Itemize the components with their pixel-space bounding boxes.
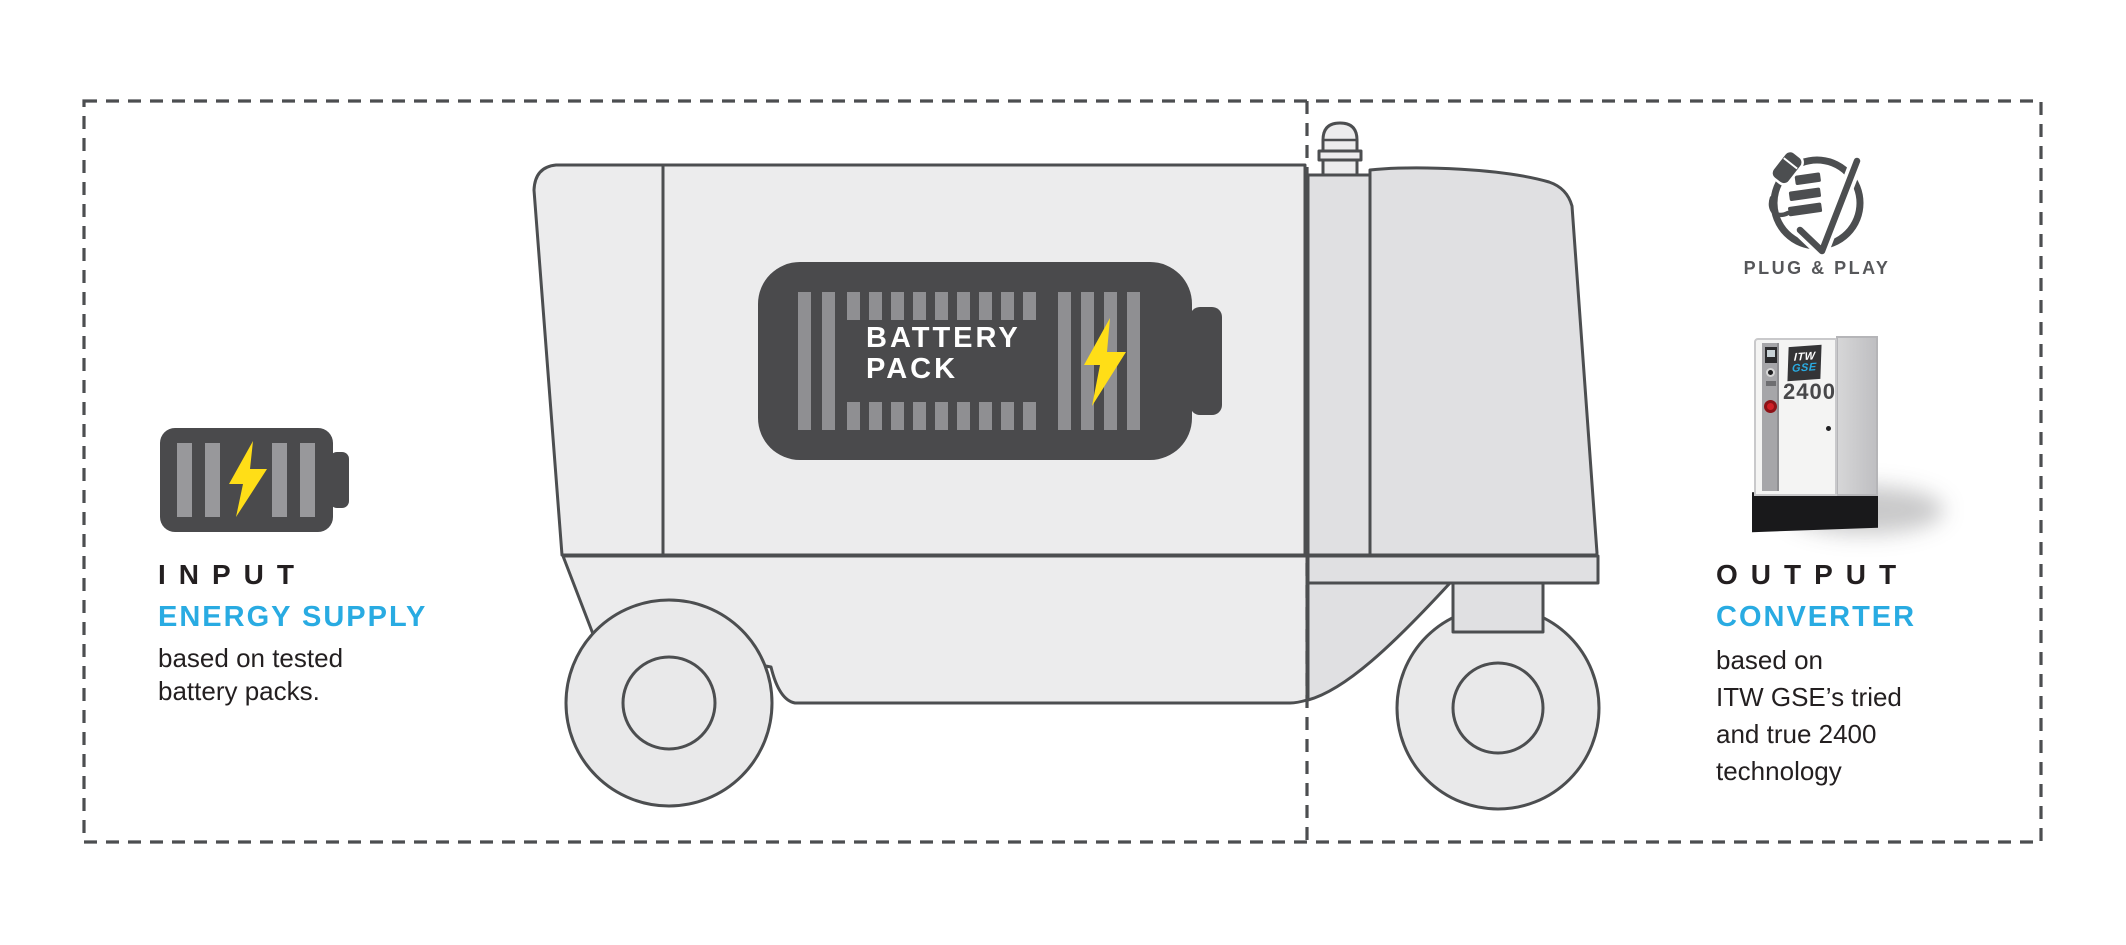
output-text-block: OUTPUT CONVERTER based on ITW GSE’s trie… (1716, 560, 2046, 790)
battery-icon-terminal (330, 452, 349, 508)
cabinet-label-plate (1766, 381, 1776, 386)
battery-pack-icon (758, 262, 1222, 460)
output-subtitle: CONVERTER (1716, 601, 1917, 633)
frame-border (82, 99, 2043, 844)
plug-connector (1770, 149, 1804, 186)
cabinet-control-strip (1762, 343, 1779, 491)
gpu-2400-cabinet: ITW GSE 2400 (1740, 330, 1950, 545)
front-caster-bracket (1451, 581, 1545, 634)
emergency-stop-button (1764, 400, 1777, 413)
door-lock-dot (1826, 426, 1831, 431)
battery-pack-terminal (1190, 307, 1222, 415)
vehicle-front-arch-panel (1306, 581, 1452, 702)
itw-gse-logo-badge: ITW GSE (1787, 344, 1822, 382)
battery-icon-cells (177, 443, 315, 517)
model-number: 2400 (1783, 379, 1836, 404)
front-wheel-hub (1451, 661, 1545, 755)
beacon-base (1321, 158, 1359, 177)
input-body: based on tested battery packs. (158, 643, 344, 706)
gpu-vehicle-illustration (532, 121, 1601, 811)
vehicle-front-plate (1306, 554, 1600, 585)
dashed-frame (82, 99, 2043, 844)
input-title: INPUT (158, 559, 307, 590)
check-mark (1796, 157, 1861, 255)
battery-pack-label: BATTERY PACK (866, 322, 1021, 385)
plug-and-play-check-icon (1768, 149, 1864, 258)
vehicle-cab-column (1306, 173, 1372, 557)
battery-icon (160, 428, 349, 532)
plug-stack (1785, 170, 1825, 219)
lightning-bolt-icon (229, 441, 267, 517)
cabinet-knob (1766, 368, 1775, 377)
plug-and-play-label: PLUG & PLAY (1743, 258, 1891, 278)
lightning-bolt-icon (1084, 318, 1126, 406)
cabinet-side-panel (1836, 336, 1878, 496)
input-text-block: INPUT ENERGY SUPPLY based on tested batt… (158, 560, 478, 708)
cabinet-display-glow (1767, 350, 1775, 357)
output-title: OUTPUT (1716, 559, 1910, 590)
output-body: based on ITW GSE’s tried and true 2400 t… (1716, 645, 1902, 786)
vehicle-skirt (561, 554, 1309, 705)
vehicle-hood (1368, 166, 1599, 557)
input-subtitle: ENERGY SUPPLY (158, 601, 428, 633)
logo-gse: GSE (1791, 361, 1817, 375)
plug-cable (1768, 195, 1791, 218)
rear-wheel-hub (621, 655, 717, 751)
